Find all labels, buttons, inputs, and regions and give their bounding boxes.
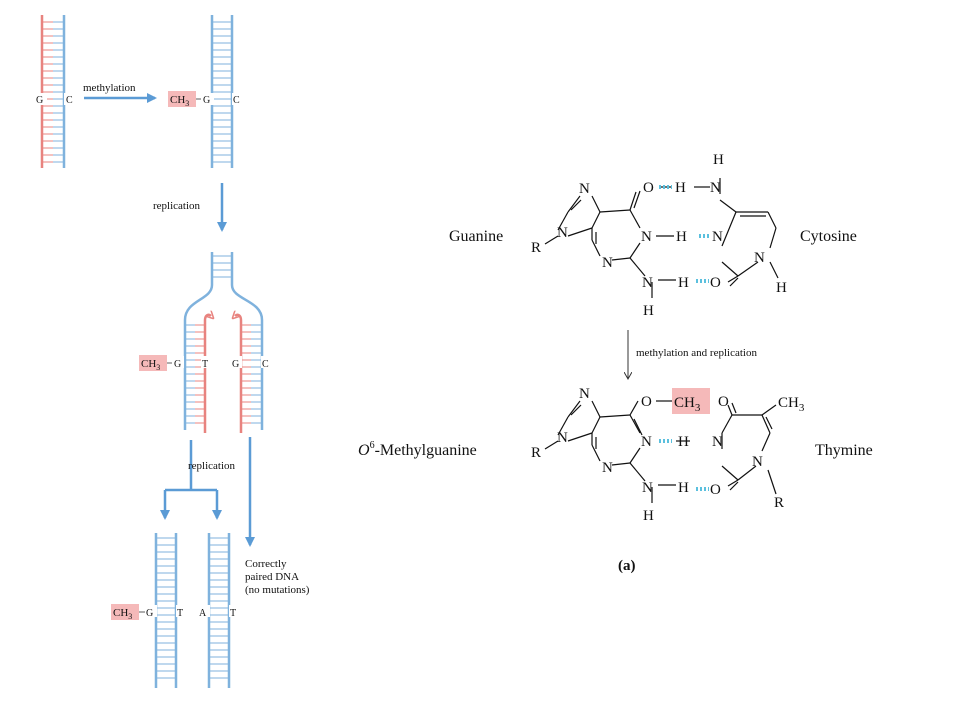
correct-label-line3: (no mutations) — [245, 584, 310, 596]
daughter-duplex-left — [154, 533, 178, 688]
svg-text:O: O — [643, 180, 654, 196]
ch3-label-3: CH3 — [113, 607, 132, 621]
ch3-label-2: CH3 — [141, 358, 160, 372]
svg-text:N: N — [641, 434, 652, 450]
svg-text:O: O — [641, 394, 652, 410]
svg-text:R: R — [531, 240, 541, 256]
svg-text:H: H — [643, 303, 654, 319]
guanine-label: Guanine — [449, 228, 503, 245]
svg-text:N: N — [557, 430, 568, 446]
base-c-label-3: C — [262, 359, 269, 370]
svg-text:H: H — [678, 480, 689, 496]
left-panel-replication: G C methylation CH3 G C replication — [35, 15, 310, 688]
rungs-blue — [53, 21, 63, 163]
svg-text:O: O — [718, 394, 729, 410]
replication-label-1: replication — [153, 200, 201, 212]
svg-text:N: N — [579, 386, 590, 402]
guanine-cytosine-pair: Guanine Cytosine — [449, 152, 857, 319]
svg-text:N: N — [602, 255, 613, 271]
base-g-label-3: G — [174, 359, 181, 370]
methylguanine-thymine-pair: O6-Methylguanine Thymine — [358, 386, 873, 524]
ch3-highlight-4 — [672, 388, 710, 414]
svg-text:N: N — [754, 250, 765, 266]
svg-text:N: N — [642, 275, 653, 291]
svg-text:O: O — [710, 275, 721, 291]
mgt-atoms: N N N N O CH3 H N O CH3 N H H O N R R — [531, 386, 805, 524]
ch3-highlight-2 — [139, 355, 167, 371]
duplex-top-left — [40, 15, 66, 168]
svg-text:N: N — [712, 229, 723, 245]
svg-text:N: N — [557, 225, 568, 241]
svg-text:H: H — [713, 152, 724, 168]
correct-label-line1: Correctly — [245, 558, 287, 570]
thymine-ch3: CH3 — [778, 395, 805, 414]
svg-text:O: O — [710, 482, 721, 498]
svg-text:H: H — [776, 280, 787, 296]
replication-label-2: replication — [188, 460, 236, 472]
cytosine-label: Cytosine — [800, 228, 857, 245]
svg-text:H: H — [676, 229, 687, 245]
hbonds-gc — [659, 185, 711, 283]
duplex-top-right — [210, 15, 234, 168]
base-g-label-4: G — [232, 359, 239, 370]
svg-text:H: H — [678, 275, 689, 291]
methylguanine-label: O6-Methylguanine — [358, 440, 477, 459]
base-a-label: A — [199, 608, 207, 619]
ch3-label-4: CH3 — [674, 395, 701, 414]
svg-text:N: N — [752, 454, 763, 470]
methylation-replication-label: methylation and replication — [636, 347, 757, 359]
base-c-label-2: C — [233, 95, 240, 106]
svg-text:R: R — [774, 495, 784, 511]
svg-text:N: N — [641, 229, 652, 245]
ch3-label-1: CH3 — [170, 94, 189, 108]
ch3-highlight-3 — [111, 604, 139, 620]
svg-text:N: N — [602, 460, 613, 476]
replication-fork — [183, 252, 264, 433]
rungs-red — [43, 21, 53, 163]
base-g-label-2: G — [203, 95, 210, 106]
svg-text:N: N — [579, 181, 590, 197]
svg-text:H: H — [675, 180, 686, 196]
methylation-label: methylation — [83, 82, 136, 94]
right-panel-chemistry: Guanine Cytosine — [358, 152, 873, 574]
svg-text:N: N — [712, 434, 723, 450]
svg-text:R: R — [531, 445, 541, 461]
thymine-label: Thymine — [815, 442, 873, 459]
base-g-label: G — [36, 95, 43, 106]
gc-atoms: N N N N O H N H H N N H H O N H R — [531, 152, 787, 319]
base-t-label-3: T — [230, 608, 236, 619]
svg-text:H: H — [643, 508, 654, 524]
base-t-label-1: T — [202, 359, 208, 370]
correct-label-line2: paired DNA — [245, 571, 299, 583]
base-c-label: C — [66, 95, 73, 106]
daughter-duplex-right — [207, 533, 231, 688]
base-t-label-2: T — [177, 608, 183, 619]
ch3-highlight-1 — [168, 91, 196, 107]
base-g-label-5: G — [146, 608, 153, 619]
svg-text:N: N — [710, 180, 721, 196]
panel-label: (a) — [618, 558, 636, 574]
svg-text:H: H — [678, 434, 689, 450]
svg-text:N: N — [642, 480, 653, 496]
